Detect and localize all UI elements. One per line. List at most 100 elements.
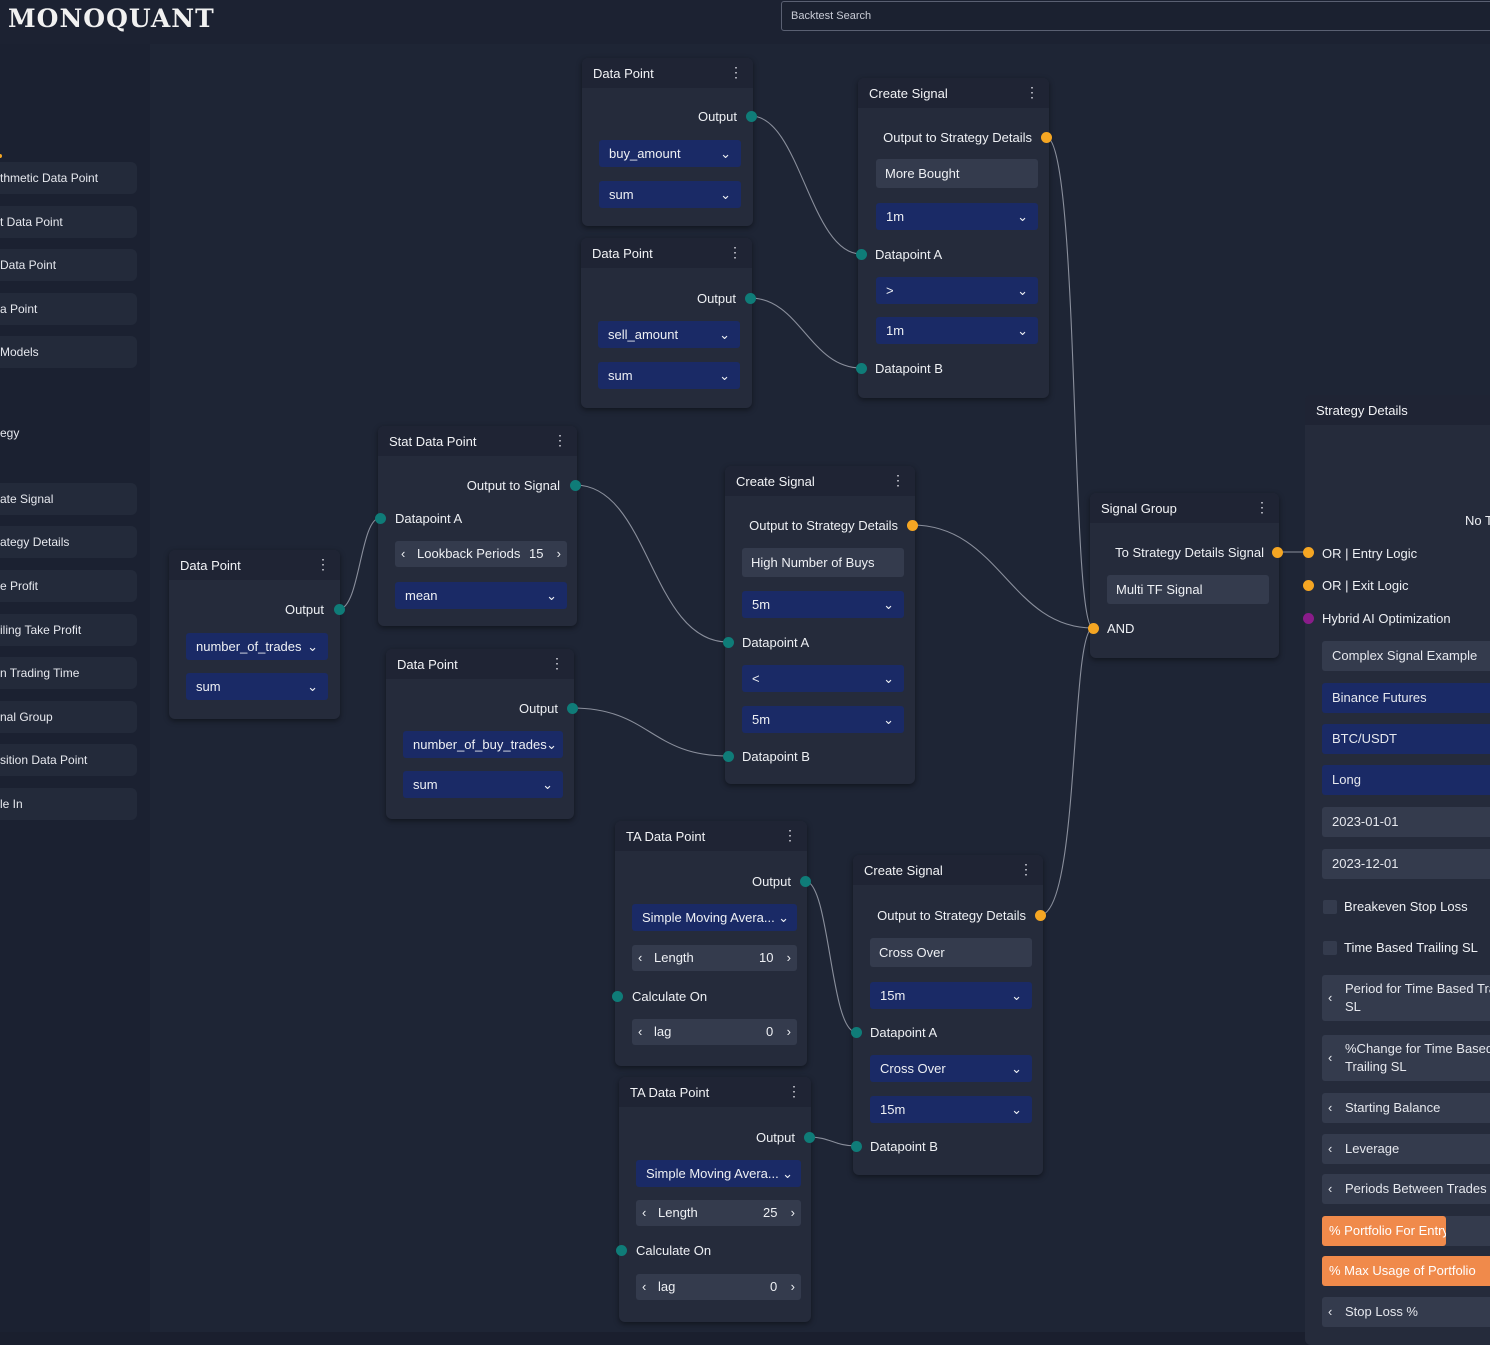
port-cs1-datapoint-a[interactable] bbox=[856, 249, 867, 260]
palette-item-models[interactable]: Models bbox=[0, 336, 137, 368]
port-dp2-output[interactable] bbox=[745, 293, 756, 304]
leverage-stepper[interactable]: ‹Leverage bbox=[1322, 1134, 1490, 1164]
aggregation-select[interactable]: sum⌄ bbox=[186, 673, 328, 700]
chevron-left-icon[interactable]: ‹ bbox=[638, 1024, 643, 1039]
timeframe-b-select[interactable]: 5m⌄ bbox=[742, 706, 904, 733]
port-cs3-output[interactable] bbox=[1035, 910, 1046, 921]
kebab-menu-icon[interactable]: ⋮ bbox=[550, 655, 564, 671]
port-stat-datapoint-a[interactable] bbox=[375, 513, 386, 524]
periods-between-stepper[interactable]: ‹Periods Between Trades bbox=[1322, 1174, 1490, 1204]
chevron-right-icon[interactable]: › bbox=[556, 546, 561, 561]
node-ta-data-point-1[interactable]: TA Data Point⋮ Output Simple Moving Aver… bbox=[615, 821, 807, 1066]
node-data-point-buy[interactable]: Data Point⋮ Output buy_amount⌄ sum⌄ bbox=[582, 58, 753, 226]
timeframe-a-select[interactable]: 5m⌄ bbox=[742, 591, 904, 618]
node-header[interactable]: Signal Group⋮ bbox=[1090, 493, 1279, 523]
aggregation-select[interactable]: sum⌄ bbox=[598, 362, 740, 389]
chevron-left-icon[interactable]: ‹ bbox=[642, 1205, 647, 1220]
port-ta2-calculate-on[interactable] bbox=[616, 1245, 627, 1256]
port-group-and-input[interactable] bbox=[1088, 623, 1099, 634]
port-exit-logic[interactable] bbox=[1303, 580, 1314, 591]
node-header[interactable]: TA Data Point⋮ bbox=[619, 1077, 811, 1107]
node-header[interactable]: Create Signal⋮ bbox=[853, 855, 1043, 885]
end-date-input[interactable]: 2023-12-01 bbox=[1322, 849, 1490, 879]
chevron-left-icon[interactable]: ‹ bbox=[1328, 1050, 1333, 1065]
port-cs2-datapoint-b[interactable] bbox=[723, 751, 734, 762]
indicator-select[interactable]: Simple Moving Avera...⌄ bbox=[632, 904, 797, 931]
indicator-select[interactable]: Simple Moving Avera...⌄ bbox=[636, 1160, 801, 1187]
portfolio-entry-input[interactable]: % Portfolio For Entry bbox=[1322, 1216, 1446, 1246]
operator-select[interactable]: >⌄ bbox=[876, 277, 1038, 304]
chevron-left-icon[interactable]: ‹ bbox=[401, 546, 406, 561]
field-select[interactable]: buy_amount⌄ bbox=[599, 140, 741, 167]
chevron-left-icon[interactable]: ‹ bbox=[642, 1279, 647, 1294]
kebab-menu-icon[interactable]: ⋮ bbox=[553, 432, 567, 448]
node-data-point-sell[interactable]: Data Point⋮ Output sell_amount⌄ sum⌄ bbox=[581, 238, 752, 408]
signal-name-input[interactable]: More Bought bbox=[876, 159, 1038, 188]
kebab-menu-icon[interactable]: ⋮ bbox=[787, 1083, 801, 1099]
palette-item-create-signal[interactable]: ate Signal bbox=[0, 483, 137, 515]
palette-item-scale-in[interactable]: le In bbox=[0, 788, 137, 820]
side-select[interactable]: Long bbox=[1322, 765, 1490, 795]
palette-item-position-data-point[interactable]: sition Data Point bbox=[0, 744, 137, 776]
timeframe-b-select[interactable]: 1m⌄ bbox=[876, 317, 1038, 344]
node-header[interactable]: Data Point⋮ bbox=[581, 238, 752, 268]
aggregation-select[interactable]: mean⌄ bbox=[395, 582, 567, 609]
node-header[interactable]: Strategy Details bbox=[1305, 395, 1490, 425]
node-create-signal-cross-over[interactable]: Create Signal⋮ Output to Strategy Detail… bbox=[853, 855, 1043, 1175]
node-data-point-trades[interactable]: Data Point⋮ Output number_of_trades⌄ sum… bbox=[169, 550, 340, 719]
kebab-menu-icon[interactable]: ⋮ bbox=[1255, 499, 1269, 515]
start-date-input[interactable]: 2023-01-01 bbox=[1322, 807, 1490, 837]
starting-balance-stepper[interactable]: ‹Starting Balance bbox=[1322, 1093, 1490, 1123]
port-cs2-output[interactable] bbox=[907, 520, 918, 531]
operator-select[interactable]: Cross Over⌄ bbox=[870, 1055, 1032, 1082]
lag-stepper[interactable]: ‹ lag 0 › bbox=[632, 1019, 797, 1045]
port-dp4-output[interactable] bbox=[567, 703, 578, 714]
chevron-left-icon[interactable]: ‹ bbox=[1328, 990, 1333, 1005]
palette-item-take-profit[interactable]: e Profit bbox=[0, 570, 137, 602]
period-time-trailing-stepper[interactable]: ‹ Period for Time Based Trai SL bbox=[1322, 975, 1490, 1021]
port-ta1-calculate-on[interactable] bbox=[612, 991, 623, 1002]
group-name-input[interactable]: Multi TF Signal bbox=[1107, 575, 1269, 604]
node-header[interactable]: Create Signal⋮ bbox=[858, 78, 1049, 108]
node-signal-group[interactable]: Signal Group⋮ To Strategy Details Signal… bbox=[1090, 493, 1279, 658]
max-usage-input[interactable]: % Max Usage of Portfolio bbox=[1322, 1256, 1490, 1286]
port-hybrid-ai[interactable] bbox=[1303, 613, 1314, 624]
field-select[interactable]: number_of_trades⌄ bbox=[186, 633, 328, 660]
length-stepper[interactable]: ‹ Length 10 › bbox=[632, 945, 797, 971]
pct-change-trailing-stepper[interactable]: ‹ %Change for Time Based Trailing SL bbox=[1322, 1035, 1490, 1081]
chevron-right-icon[interactable]: › bbox=[786, 950, 791, 965]
chevron-left-icon[interactable]: ‹ bbox=[1328, 1141, 1333, 1156]
port-cs1-datapoint-b[interactable] bbox=[856, 363, 867, 374]
field-select[interactable]: sell_amount⌄ bbox=[598, 321, 740, 348]
pair-select[interactable]: BTC/USDT bbox=[1322, 724, 1490, 754]
timeframe-a-select[interactable]: 1m⌄ bbox=[876, 203, 1038, 230]
node-ta-data-point-2[interactable]: TA Data Point⋮ Output Simple Moving Aver… bbox=[619, 1077, 811, 1322]
palette-item-trading-time[interactable]: n Trading Time bbox=[0, 657, 137, 689]
port-cs3-datapoint-a[interactable] bbox=[851, 1027, 862, 1038]
signal-name-input[interactable]: Cross Over bbox=[870, 938, 1032, 967]
chevron-right-icon[interactable]: › bbox=[790, 1279, 795, 1294]
palette-item-signal-group[interactable]: nal Group bbox=[0, 701, 137, 733]
node-create-signal-more-bought[interactable]: Create Signal⋮ Output to Strategy Detail… bbox=[858, 78, 1049, 398]
timeframe-a-select[interactable]: 15m⌄ bbox=[870, 982, 1032, 1009]
chevron-left-icon[interactable]: ‹ bbox=[638, 950, 643, 965]
kebab-menu-icon[interactable]: ⋮ bbox=[316, 556, 330, 572]
palette-item-stat-data-point[interactable]: t Data Point bbox=[0, 206, 137, 238]
strategy-name-input[interactable]: Complex Signal Example bbox=[1322, 641, 1490, 671]
node-header[interactable]: TA Data Point⋮ bbox=[615, 821, 807, 851]
kebab-menu-icon[interactable]: ⋮ bbox=[891, 472, 905, 488]
node-header[interactable]: Stat Data Point⋮ bbox=[378, 426, 577, 456]
aggregation-select[interactable]: sum⌄ bbox=[403, 771, 563, 798]
signal-name-input[interactable]: High Number of Buys bbox=[742, 548, 904, 577]
palette-item-data-point[interactable]: Data Point bbox=[0, 249, 137, 281]
kebab-menu-icon[interactable]: ⋮ bbox=[1019, 861, 1033, 877]
port-dp3-output[interactable] bbox=[334, 604, 345, 615]
chevron-left-icon[interactable]: ‹ bbox=[1328, 1100, 1333, 1115]
port-cs2-datapoint-a[interactable] bbox=[723, 637, 734, 648]
node-data-point-buy-trades[interactable]: Data Point⋮ Output number_of_buy_trades⌄… bbox=[386, 649, 574, 819]
port-ta2-output[interactable] bbox=[804, 1132, 815, 1143]
port-ta1-output[interactable] bbox=[800, 876, 811, 887]
chevron-left-icon[interactable]: ‹ bbox=[1328, 1304, 1333, 1319]
kebab-menu-icon[interactable]: ⋮ bbox=[1025, 84, 1039, 100]
node-header[interactable]: Data Point⋮ bbox=[582, 58, 753, 88]
